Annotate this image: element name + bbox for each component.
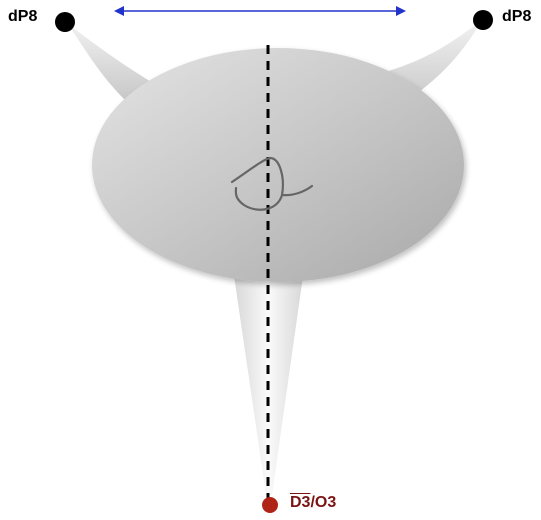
bottom-label-overlined-part: D3: [290, 494, 311, 511]
width-double-arrow: [114, 6, 406, 16]
top-right-node-label: dP8: [502, 8, 532, 25]
cone-tail-shape: [232, 262, 305, 495]
hand-drawn-eye-icon: [230, 156, 314, 211]
bottom-label-rest-part: /O3: [310, 494, 337, 511]
bottom-node: [262, 497, 278, 513]
top-right-node: [473, 10, 493, 30]
bottom-node-label: D3/O3: [290, 494, 336, 512]
left-horn-shape: [66, 22, 165, 100]
top-left-node: [55, 12, 75, 32]
top-left-node-label: dP8: [8, 8, 38, 25]
